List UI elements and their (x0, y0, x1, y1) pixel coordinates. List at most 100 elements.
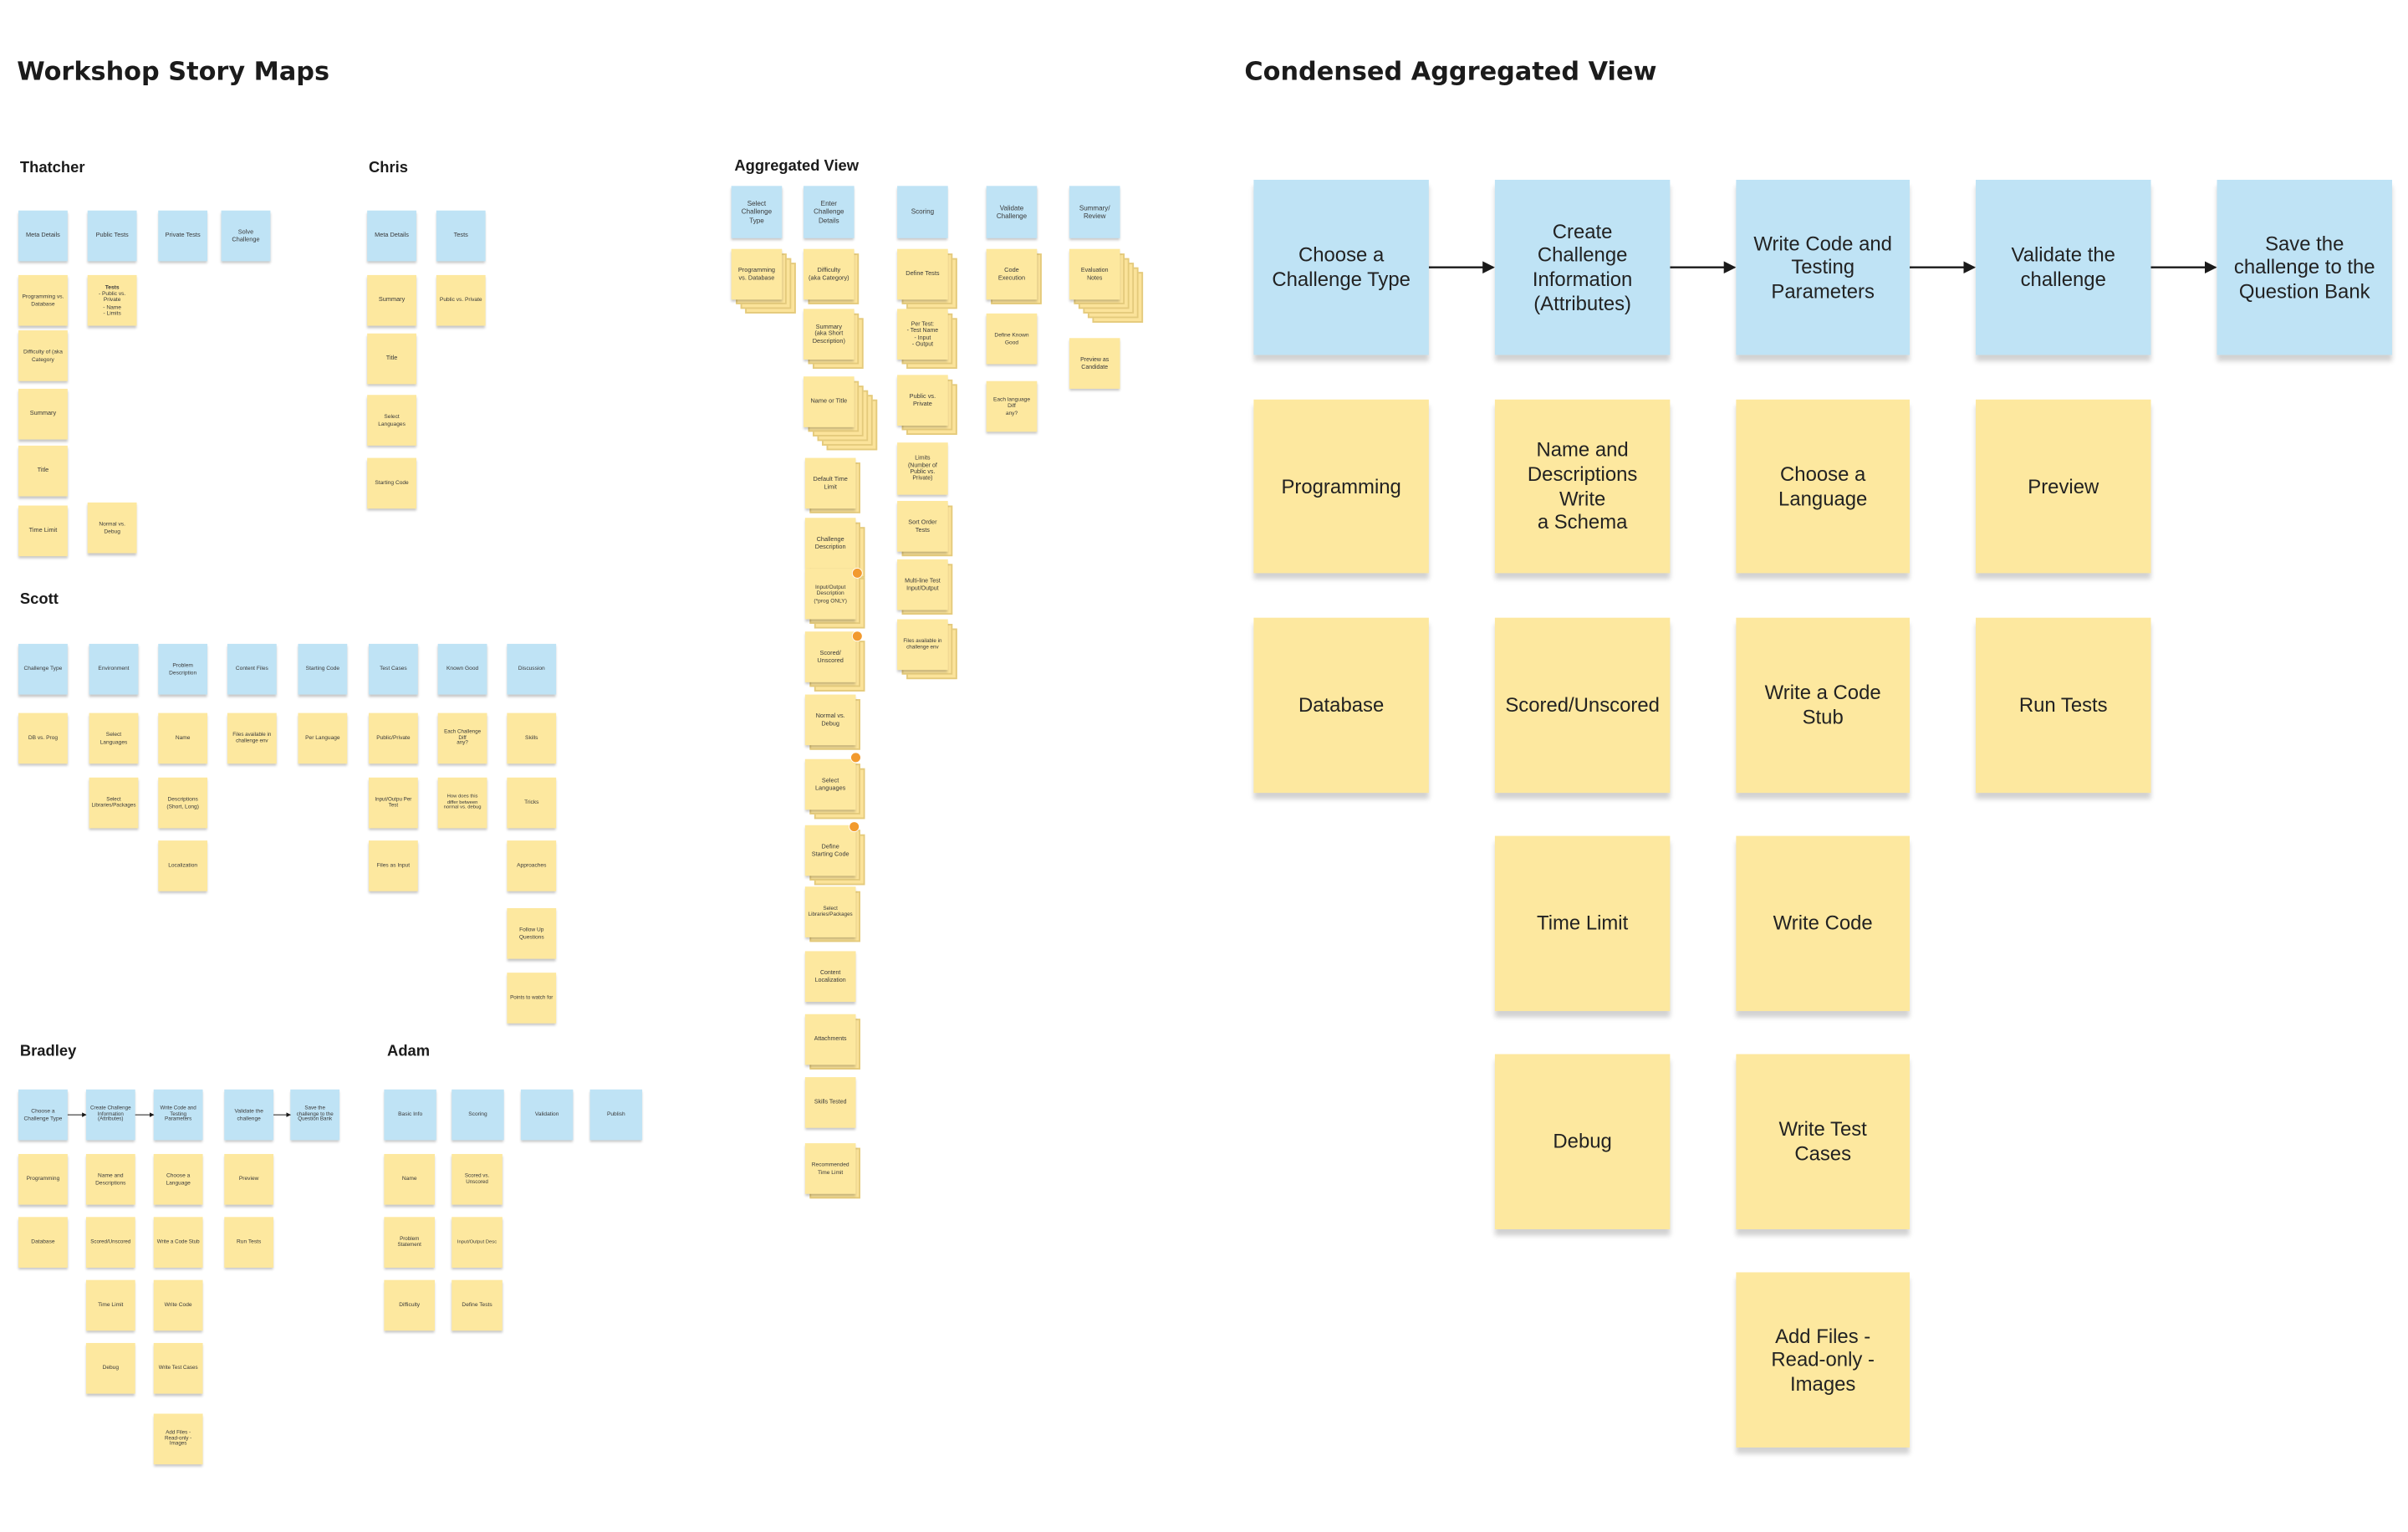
sticky-note[interactable]: Summary (367, 274, 416, 326)
sticky-note[interactable]: Problem Statement (384, 1217, 436, 1268)
sticky-note[interactable]: How does this differ between normal vs. … (437, 777, 487, 829)
sticky-note-tests[interactable]: Tests - Public vs. Private - Name - Limi… (87, 274, 137, 326)
sticky-note[interactable]: Sort Order Tests (897, 501, 948, 552)
sticky-note[interactable]: Time Limit (18, 505, 68, 557)
condensed-note-write-code[interactable]: Write Code and Testing Parameters (1736, 179, 1911, 355)
condensed-note-create-info[interactable]: Create Challenge Information (Attributes… (1494, 179, 1671, 355)
sticky-note[interactable]: Limits (Number of Public vs. Private) (897, 442, 948, 495)
sticky-note[interactable]: Add Files - Read-only - Images (153, 1413, 203, 1465)
sticky-note[interactable]: Input/Output Desc (452, 1217, 503, 1268)
sticky-note[interactable]: Known Good (437, 643, 487, 695)
sticky-note[interactable]: Scored/Unscored (85, 1217, 135, 1268)
sticky-note[interactable]: Localization (158, 840, 208, 891)
sticky-note[interactable]: Validation (520, 1089, 574, 1141)
condensed-note-debug[interactable]: Debug (1494, 1054, 1671, 1229)
sticky-note[interactable]: Title (367, 333, 416, 385)
sticky-note[interactable]: Follow Up Questions (507, 907, 557, 959)
sticky-note[interactable]: Publish (589, 1089, 643, 1141)
sticky-note[interactable]: Database (18, 1217, 68, 1268)
sticky-note[interactable]: Summary/ Review (1069, 186, 1120, 238)
sticky-note[interactable]: Tests (436, 210, 486, 262)
sticky-note[interactable]: Summary (18, 388, 68, 440)
condensed-note-choose-type[interactable]: Choose a Challenge Type (1253, 179, 1429, 355)
sticky-note[interactable]: Recommended Time Limit (804, 1143, 856, 1194)
sticky-note[interactable]: DB vs. Prog (18, 712, 68, 764)
sticky-note[interactable]: Define Known Good (986, 313, 1038, 365)
sticky-note[interactable]: Input/Output Description (*prog ONLY) (804, 568, 856, 620)
sticky-note[interactable]: Select Libraries/Packages (804, 886, 856, 937)
sticky-note[interactable]: Preview (224, 1153, 274, 1205)
sticky-note[interactable]: Public Tests (87, 210, 137, 262)
sticky-note[interactable]: Title (18, 445, 68, 497)
sticky-note[interactable]: Basic Info (384, 1089, 436, 1141)
sticky-note[interactable]: Difficulty (384, 1279, 436, 1331)
condensed-note-run-tests[interactable]: Run Tests (1976, 617, 2151, 794)
sticky-note[interactable]: Name (158, 712, 208, 764)
sticky-note[interactable]: Challenge Description (804, 518, 856, 569)
sticky-note[interactable]: Name and Descriptions (85, 1153, 135, 1205)
sticky-note[interactable]: Select Languages (367, 395, 416, 446)
sticky-note[interactable]: Solve Challenge (221, 210, 271, 262)
sticky-note[interactable]: Run Tests (224, 1217, 274, 1268)
sticky-note[interactable]: Attachments (804, 1014, 856, 1065)
sticky-note[interactable]: Private Tests (158, 210, 208, 262)
sticky-note[interactable]: Discussion (507, 643, 557, 695)
sticky-note[interactable]: Scored vs. Unscored (452, 1153, 503, 1205)
condensed-note-programming[interactable]: Programming (1253, 399, 1429, 574)
condensed-note-write-stub[interactable]: Write a Code Stub (1736, 617, 1911, 794)
sticky-note[interactable]: Content Localization (804, 951, 856, 1003)
sticky-note[interactable]: Skills (507, 712, 557, 764)
condensed-note-choose-language[interactable]: Choose a Language (1736, 399, 1911, 574)
sticky-note[interactable]: Tricks (507, 777, 557, 829)
sticky-note[interactable]: Select Challenge Type (731, 186, 783, 238)
sticky-note[interactable]: Normal vs. Debug (804, 694, 856, 746)
sticky-note[interactable]: Programming (18, 1153, 68, 1205)
sticky-note[interactable]: Scored/ Unscored (804, 631, 856, 682)
sticky-note[interactable]: Problem Description (158, 643, 208, 695)
sticky-note[interactable]: Meta Details (367, 210, 416, 262)
comment-badge-icon[interactable] (852, 568, 862, 578)
sticky-note[interactable]: Difficulty of (aka Category (18, 330, 68, 381)
sticky-note[interactable]: Public/Private (369, 712, 418, 764)
sticky-note[interactable]: Select Languages (89, 712, 139, 764)
sticky-note[interactable]: Preview as Candidate (1069, 338, 1120, 389)
sticky-note[interactable]: Choose a Language (153, 1153, 203, 1205)
sticky-note[interactable]: Programming vs. Database (731, 248, 783, 300)
sticky-note[interactable]: Default Time Limit (804, 457, 856, 509)
sticky-note[interactable]: Content Files (227, 643, 277, 695)
sticky-note[interactable]: Summary (aka Short Description) (804, 309, 855, 360)
sticky-note[interactable]: Files available in challenge env (227, 712, 277, 764)
sticky-note[interactable]: Normal vs. Debug (87, 502, 137, 554)
sticky-note[interactable]: Per Test: - Test Name - Input - Output (897, 309, 948, 360)
sticky-note[interactable]: Define Starting Code (804, 825, 856, 876)
sticky-note[interactable]: Code Execution (986, 248, 1038, 300)
sticky-note[interactable]: Evaluation Notes (1069, 248, 1120, 300)
sticky-note[interactable]: Enter Challenge Details (804, 186, 855, 238)
sticky-note[interactable]: Select Languages (804, 758, 856, 810)
sticky-note[interactable]: Select Libraries/Packages (89, 777, 139, 829)
condensed-note-add-files[interactable]: Add Files - Read-only - Images (1736, 1272, 1911, 1448)
sticky-note[interactable]: Challenge Type (18, 643, 68, 695)
sticky-note[interactable]: Scoring (897, 186, 948, 238)
sticky-note[interactable]: Validate the challenge (224, 1089, 274, 1141)
sticky-note[interactable]: Write Code (153, 1279, 203, 1331)
sticky-note[interactable]: Validate Challenge (986, 186, 1038, 238)
condensed-note-name-desc[interactable]: Name and Descriptions Write a Schema (1494, 399, 1671, 574)
sticky-note[interactable]: Programming vs. Database (18, 274, 68, 326)
sticky-note[interactable]: Debug (85, 1342, 135, 1394)
sticky-note[interactable]: Define Tests (897, 248, 948, 300)
sticky-note[interactable]: Test Cases (369, 643, 418, 695)
sticky-note[interactable]: Meta Details (18, 210, 68, 262)
sticky-note[interactable]: Time Limit (85, 1279, 135, 1331)
sticky-note[interactable]: Choose a Challenge Type (18, 1089, 68, 1141)
condensed-note-write-test-cases[interactable]: Write Test Cases (1736, 1054, 1911, 1229)
condensed-note-write-code-step[interactable]: Write Code (1736, 835, 1911, 1012)
sticky-note[interactable]: Each Challenge Diff any? (437, 712, 487, 764)
condensed-note-save[interactable]: Save the challenge to the Question Bank (2217, 179, 2392, 355)
sticky-note[interactable]: Public vs. Private (897, 375, 948, 426)
sticky-note[interactable]: Multi-line Test Input/Output (897, 559, 948, 610)
sticky-note[interactable]: Name (384, 1153, 436, 1205)
sticky-note[interactable]: Files available in challenge env (897, 619, 948, 671)
condensed-note-preview[interactable]: Preview (1976, 399, 2151, 574)
sticky-note[interactable]: Write Code and Testing Parameters (153, 1089, 203, 1141)
